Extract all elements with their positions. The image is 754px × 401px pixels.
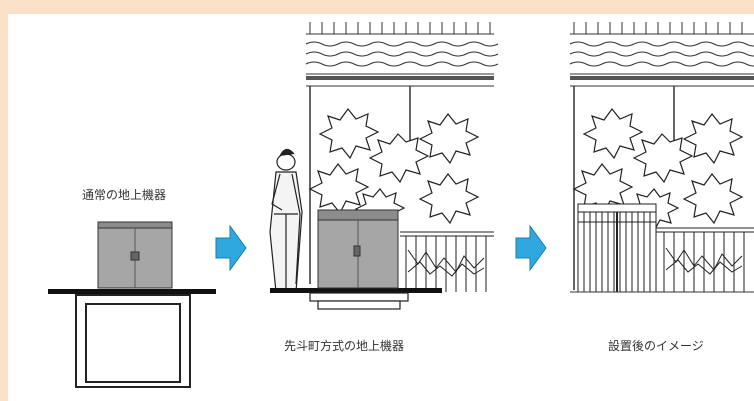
equipment-base (309, 292, 409, 310)
pontocho-style-panel (269, 22, 499, 310)
diagram-canvas: 通常の地上機器 先斗町方式の地上機器 設置後のイメージ (8, 14, 754, 401)
lattice-covered-cabinet (577, 203, 657, 293)
roof-tiles (305, 22, 499, 75)
caption-pontocho-equipment: 先斗町方式の地上機器 (284, 339, 405, 353)
roof-tiles (569, 22, 754, 75)
arrow-right-icon (215, 224, 247, 272)
arrow-right-icon (515, 224, 547, 272)
ground-line (48, 289, 216, 294)
caption-after-installation: 設置後のイメージ (608, 339, 704, 353)
lattice-fence (656, 227, 754, 292)
pontocho-equipment-cabinet (317, 209, 399, 289)
underground-vault (75, 294, 191, 388)
maiko-figure (269, 148, 303, 293)
foliage (572, 108, 744, 231)
lattice-fence (400, 231, 494, 292)
ground-line (270, 288, 442, 293)
ground-equipment-cabinet (97, 221, 173, 289)
after-installation-panel (569, 22, 754, 293)
caption-normal-equipment: 通常の地上機器 (82, 188, 167, 202)
normal-equipment-panel (48, 221, 216, 388)
